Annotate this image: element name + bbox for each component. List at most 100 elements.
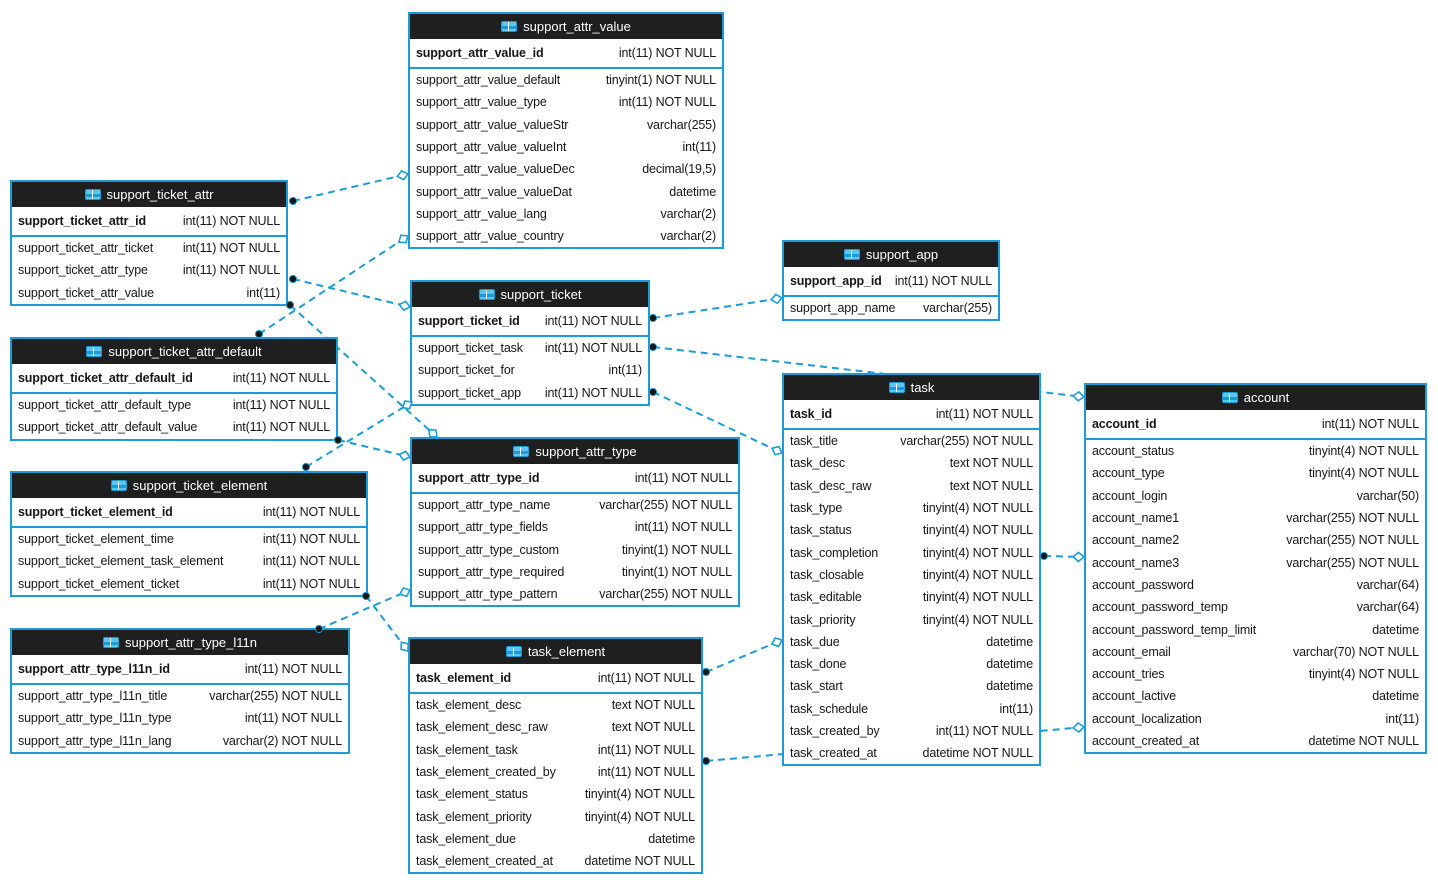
table-header[interactable]: support_ticket_element [12, 473, 366, 498]
table-header[interactable]: account [1086, 385, 1425, 410]
table-header[interactable]: task [784, 375, 1039, 400]
column-name: task_closable [790, 567, 864, 582]
table-title: support_ticket_attr [106, 187, 214, 202]
column-name: account_password [1092, 577, 1194, 592]
relationship-support_ticket_attr-to-support_attr_value[interactable] [292, 173, 409, 202]
column-name: account_password_temp [1092, 600, 1228, 615]
column-name: support_ticket_attr_default_id [18, 371, 193, 385]
column-name: support_attr_type_name [418, 498, 551, 513]
column-name: task_completion [790, 545, 879, 560]
column-type: text NOT NULL [611, 720, 695, 735]
field-row: support_ticket_element_task_element int(1… [12, 550, 366, 572]
table-title: support_ticket [500, 287, 582, 302]
table-title: task_element [527, 644, 606, 659]
column-type: int(11) NOT NULL [634, 520, 732, 535]
column-name: task_start [790, 679, 843, 694]
table-title: support_app [865, 247, 939, 262]
table-header[interactable]: task_element [410, 639, 701, 664]
table-header[interactable]: support_app [784, 242, 998, 267]
table-grid-icon [501, 21, 518, 32]
column-name: task_element_status [416, 787, 528, 802]
table-grid-icon [102, 637, 119, 648]
column-name: support_attr_value_lang [416, 206, 547, 221]
table-header[interactable]: support_ticket [412, 282, 648, 307]
table-header[interactable]: support_ticket_attr [12, 182, 286, 207]
column-type: datetime [986, 679, 1033, 694]
relationship-support_ticket_element-to-support_ticket[interactable] [305, 401, 413, 468]
column-type: int(11) NOT NULL [262, 554, 360, 569]
relationship-support_attr_type_l11n-to-support_attr_type[interactable] [318, 589, 411, 630]
column-name: account_type [1092, 466, 1165, 481]
relationship-task_element-to-task[interactable] [705, 639, 783, 673]
table-grid-icon [86, 346, 103, 357]
table-support_attr_type_l11n[interactable]: support_attr_type_l11n support_attr_type_… [10, 628, 350, 754]
column-type: varchar(255) NOT NULL [209, 689, 342, 704]
column-type: int(11) NOT NULL [935, 724, 1033, 738]
column-name: task_desc [790, 456, 845, 471]
column-type: int(11) [246, 285, 281, 300]
table-header[interactable]: support_attr_value [410, 14, 722, 39]
relationship-support_ticket_attr-to-support_attr_type[interactable] [289, 304, 438, 438]
column-name: task_type [790, 501, 843, 516]
table-header[interactable]: support_attr_type_l11n [12, 630, 348, 655]
relationship-support_ticket-to-support_app[interactable] [652, 297, 783, 319]
column-name: support_attr_type_l11n_id [18, 662, 170, 676]
column-type: int(11) NOT NULL [935, 407, 1033, 421]
column-name: support_ticket_element_task_element [18, 554, 224, 569]
column-name: support_attr_value_id [416, 46, 544, 60]
relationship-support_ticket_attr-to-support_ticket[interactable] [292, 278, 411, 308]
column-name: support_attr_type_pattern [418, 587, 558, 602]
table-header[interactable]: support_ticket_attr_default [12, 339, 336, 364]
table-support_ticket_attr_default[interactable]: support_ticket_attr_default support_ticke… [10, 337, 338, 441]
column-type: int(11) NOT NULL [1321, 417, 1419, 431]
column-type: varchar(64) [1356, 600, 1419, 615]
column-name: account_localization [1092, 711, 1202, 726]
column-name: task_element_created_at [416, 854, 553, 869]
column-type: varchar(255) NOT NULL [900, 434, 1033, 449]
relationship-task-to-account[interactable] [1043, 555, 1085, 558]
column-type: int(11) NOT NULL [232, 398, 330, 413]
column-type: tinyint(4) NOT NULL [1308, 466, 1419, 481]
table-header[interactable]: support_attr_type [412, 439, 738, 464]
table-title: support_attr_type_l11n [124, 635, 258, 650]
column-type: int(11) NOT NULL [262, 532, 360, 547]
column-type: int(11) NOT NULL [262, 576, 360, 591]
relationship-support_ticket_attr_default-to-support_attr_value[interactable] [258, 235, 409, 335]
column-name: task_editable [790, 590, 862, 605]
relationship-support_ticket_element-to-task_element[interactable] [365, 595, 409, 652]
table-title: support_ticket_attr_default [108, 344, 262, 359]
field-row: task_start datetime [784, 675, 1039, 697]
field-row: account_password_temp varchar(64) [1086, 596, 1425, 618]
column-type: varchar(255) NOT NULL [599, 587, 732, 602]
relationship-support_ticket_attr_default-to-support_attr_type[interactable] [337, 439, 411, 458]
column-name: support_attr_type_l11n_title [18, 689, 168, 704]
